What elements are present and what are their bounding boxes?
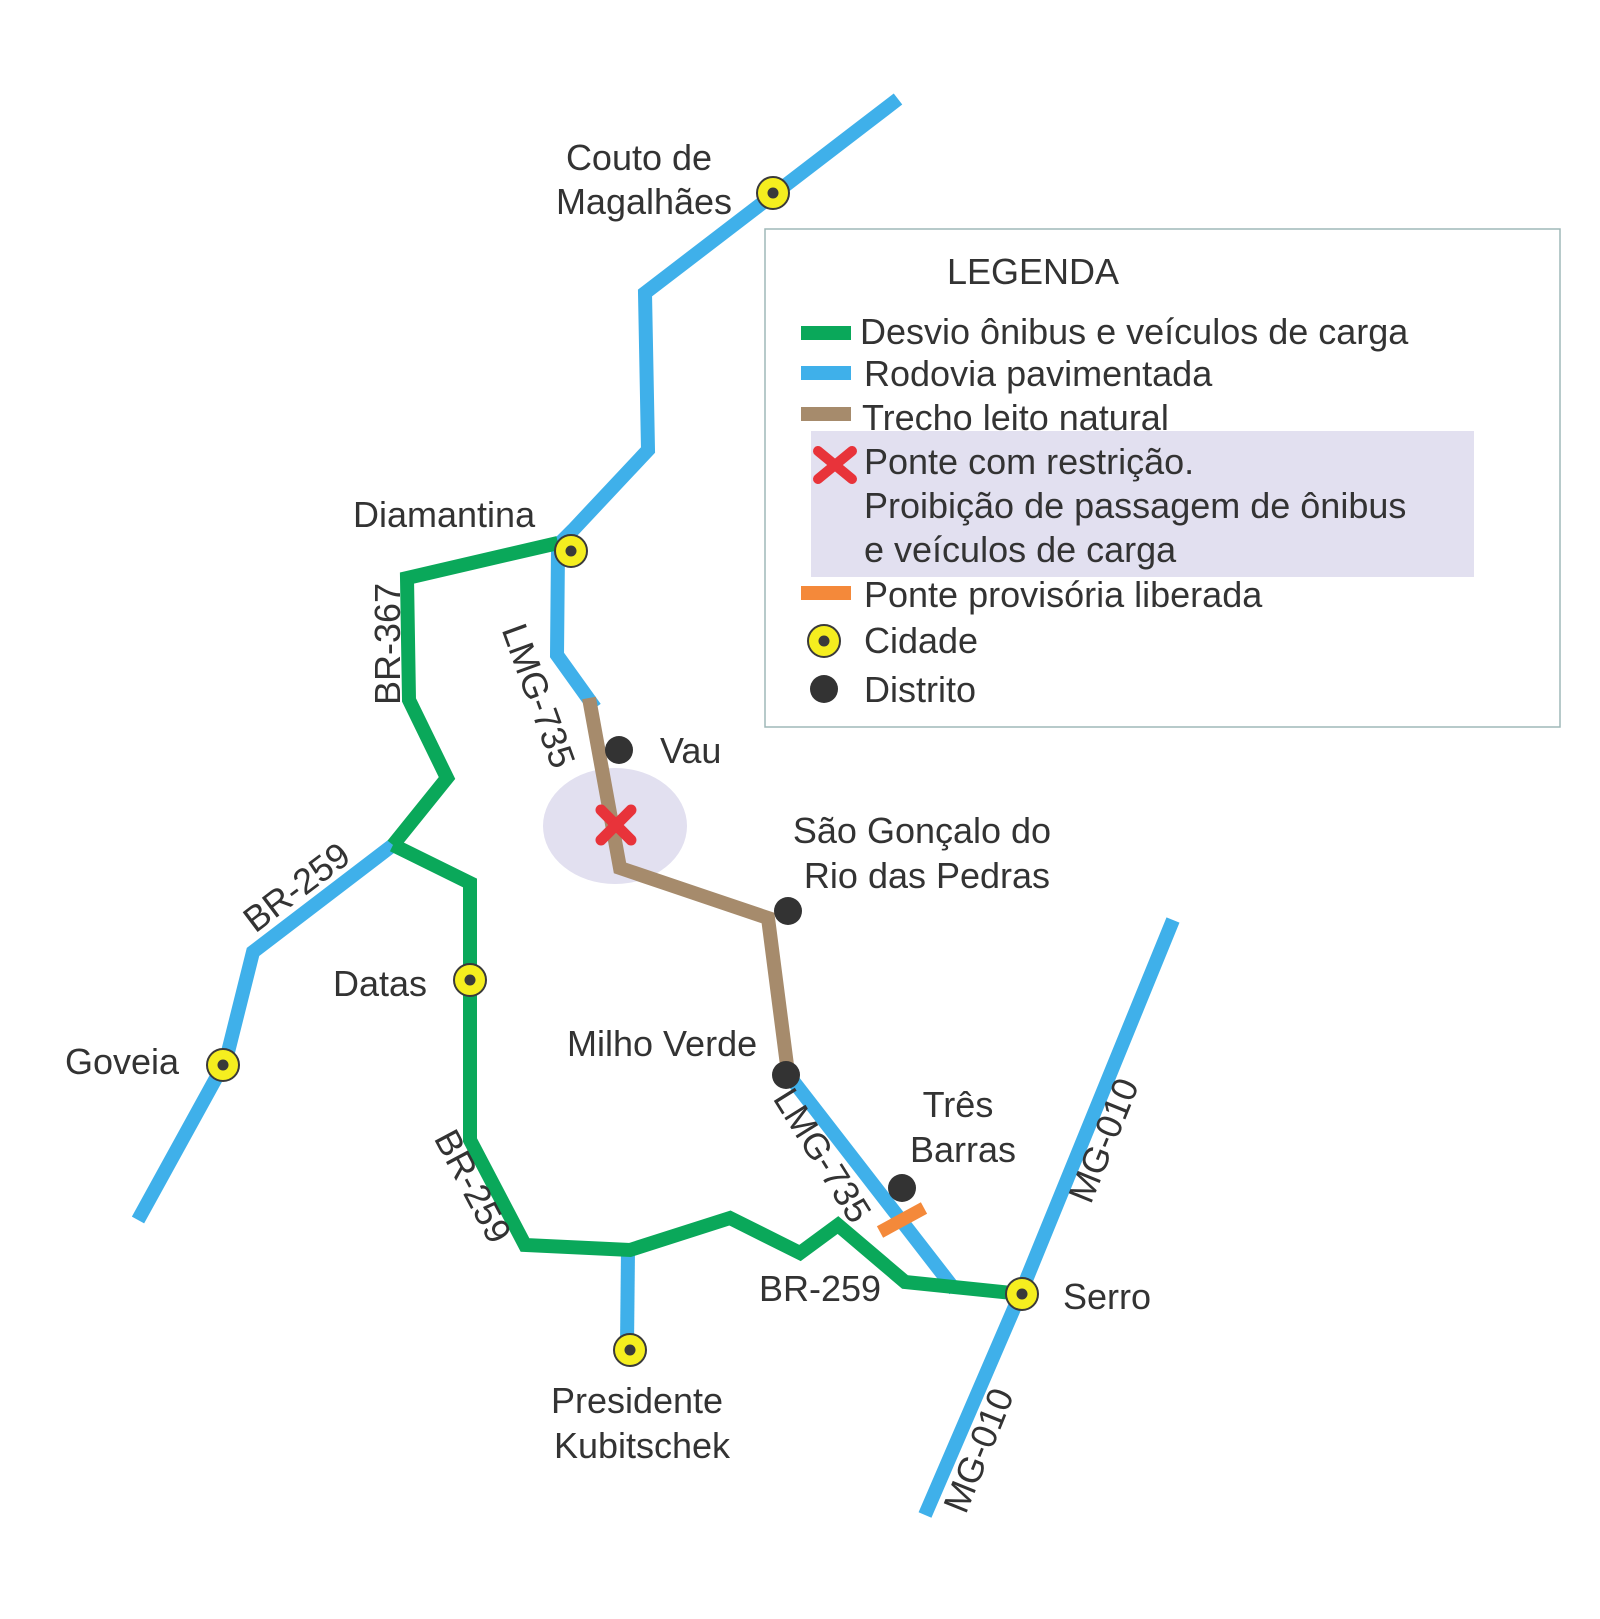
- city-icon: [206, 1048, 240, 1082]
- district-icon: [774, 897, 802, 925]
- road-br367: [387, 536, 560, 850]
- road-presidente-kubitschek: [620, 1249, 635, 1347]
- road-label-lmg735-south: LMG-735: [765, 1081, 879, 1230]
- provisional-bridge-icon: [876, 1202, 928, 1238]
- city-icon: [453, 963, 487, 997]
- road-mg010: [918, 917, 1180, 1518]
- place-label: Magalhães: [556, 181, 732, 222]
- place-label: Diamantina: [353, 494, 536, 535]
- city-icon: [756, 176, 790, 210]
- place-labels: Couto de Magalhães Diamantina Vau São Go…: [65, 137, 1151, 1466]
- place-label: Kubitschek: [554, 1425, 731, 1466]
- district-icon: [605, 736, 633, 764]
- legend-label: Ponte com restrição.: [864, 441, 1194, 482]
- legend-city-icon: [807, 624, 841, 658]
- svg-text:São Gonçalo do Rio das P: São Gonçalo do Rio das Pedras: [793, 810, 1061, 896]
- legend: LEGENDA Desvio ônibus e veículos de carg…: [764, 228, 1561, 728]
- road-lmg735-south-paved: [781, 1068, 961, 1295]
- legend-highlight: [811, 431, 1474, 577]
- place-label: Couto de: [566, 137, 712, 178]
- road-br259-goveia: [131, 839, 398, 1224]
- road-label-br259-sw: BR-259: [426, 1123, 520, 1250]
- svg-text:Três Barras: Três Barras: [910, 1084, 1016, 1170]
- district-icon: [772, 1061, 800, 1089]
- place-label: Serro: [1063, 1276, 1151, 1317]
- place-label: Goveia: [65, 1041, 180, 1082]
- district-markers: [605, 736, 916, 1202]
- road-lmg735-north-paved: [549, 549, 601, 713]
- legend-title: LEGENDA: [947, 251, 1119, 292]
- place-label: Barras: [910, 1129, 1016, 1170]
- legend-label: Trecho leito natural: [862, 397, 1169, 438]
- district-icon: [888, 1174, 916, 1202]
- city-icon: [554, 534, 588, 568]
- road-dirt-section: [582, 696, 795, 1074]
- legend-label: Rodovia pavimentada: [864, 353, 1213, 394]
- legend-label: Cidade: [864, 620, 978, 661]
- legend-district-icon: [810, 675, 838, 703]
- restricted-bridge-icon: [595, 804, 637, 846]
- legend-label: Ponte provisória liberada: [864, 574, 1263, 615]
- city-icon: [613, 1333, 647, 1367]
- legend-label: Distrito: [864, 669, 976, 710]
- road-label-br367: BR-367: [367, 583, 408, 705]
- road-label-lmg735-north: LMG-735: [494, 618, 584, 773]
- place-label: São Gonçalo do: [793, 810, 1051, 851]
- city-markers: [206, 176, 1039, 1367]
- legend-label: Desvio ônibus e veículos de carga: [860, 311, 1409, 352]
- road-label-br259-south: BR-259: [759, 1268, 881, 1309]
- place-label: Datas: [333, 963, 427, 1004]
- detour-roads: [387, 536, 1023, 1301]
- road-label-mg010-north: MG-010: [1060, 1072, 1147, 1208]
- svg-text:Couto de Magalhães: Couto de Magalhães: [556, 137, 732, 222]
- svg-text:Presidente Kubitschek: Presidente Kubitschek: [551, 1380, 733, 1466]
- legend-label: e veículos de carga: [864, 529, 1177, 570]
- place-label: Milho Verde: [567, 1023, 757, 1064]
- place-label: Presidente: [551, 1380, 723, 1421]
- legend-red-x-icon: [813, 446, 857, 484]
- place-label: Três: [923, 1084, 994, 1125]
- place-label: Rio das Pedras: [804, 855, 1050, 896]
- city-icon: [1005, 1277, 1039, 1311]
- legend-label: Proibição de passagem de ônibus: [864, 485, 1406, 526]
- road-br259-datas: [389, 838, 1023, 1301]
- place-label: Vau: [660, 730, 721, 771]
